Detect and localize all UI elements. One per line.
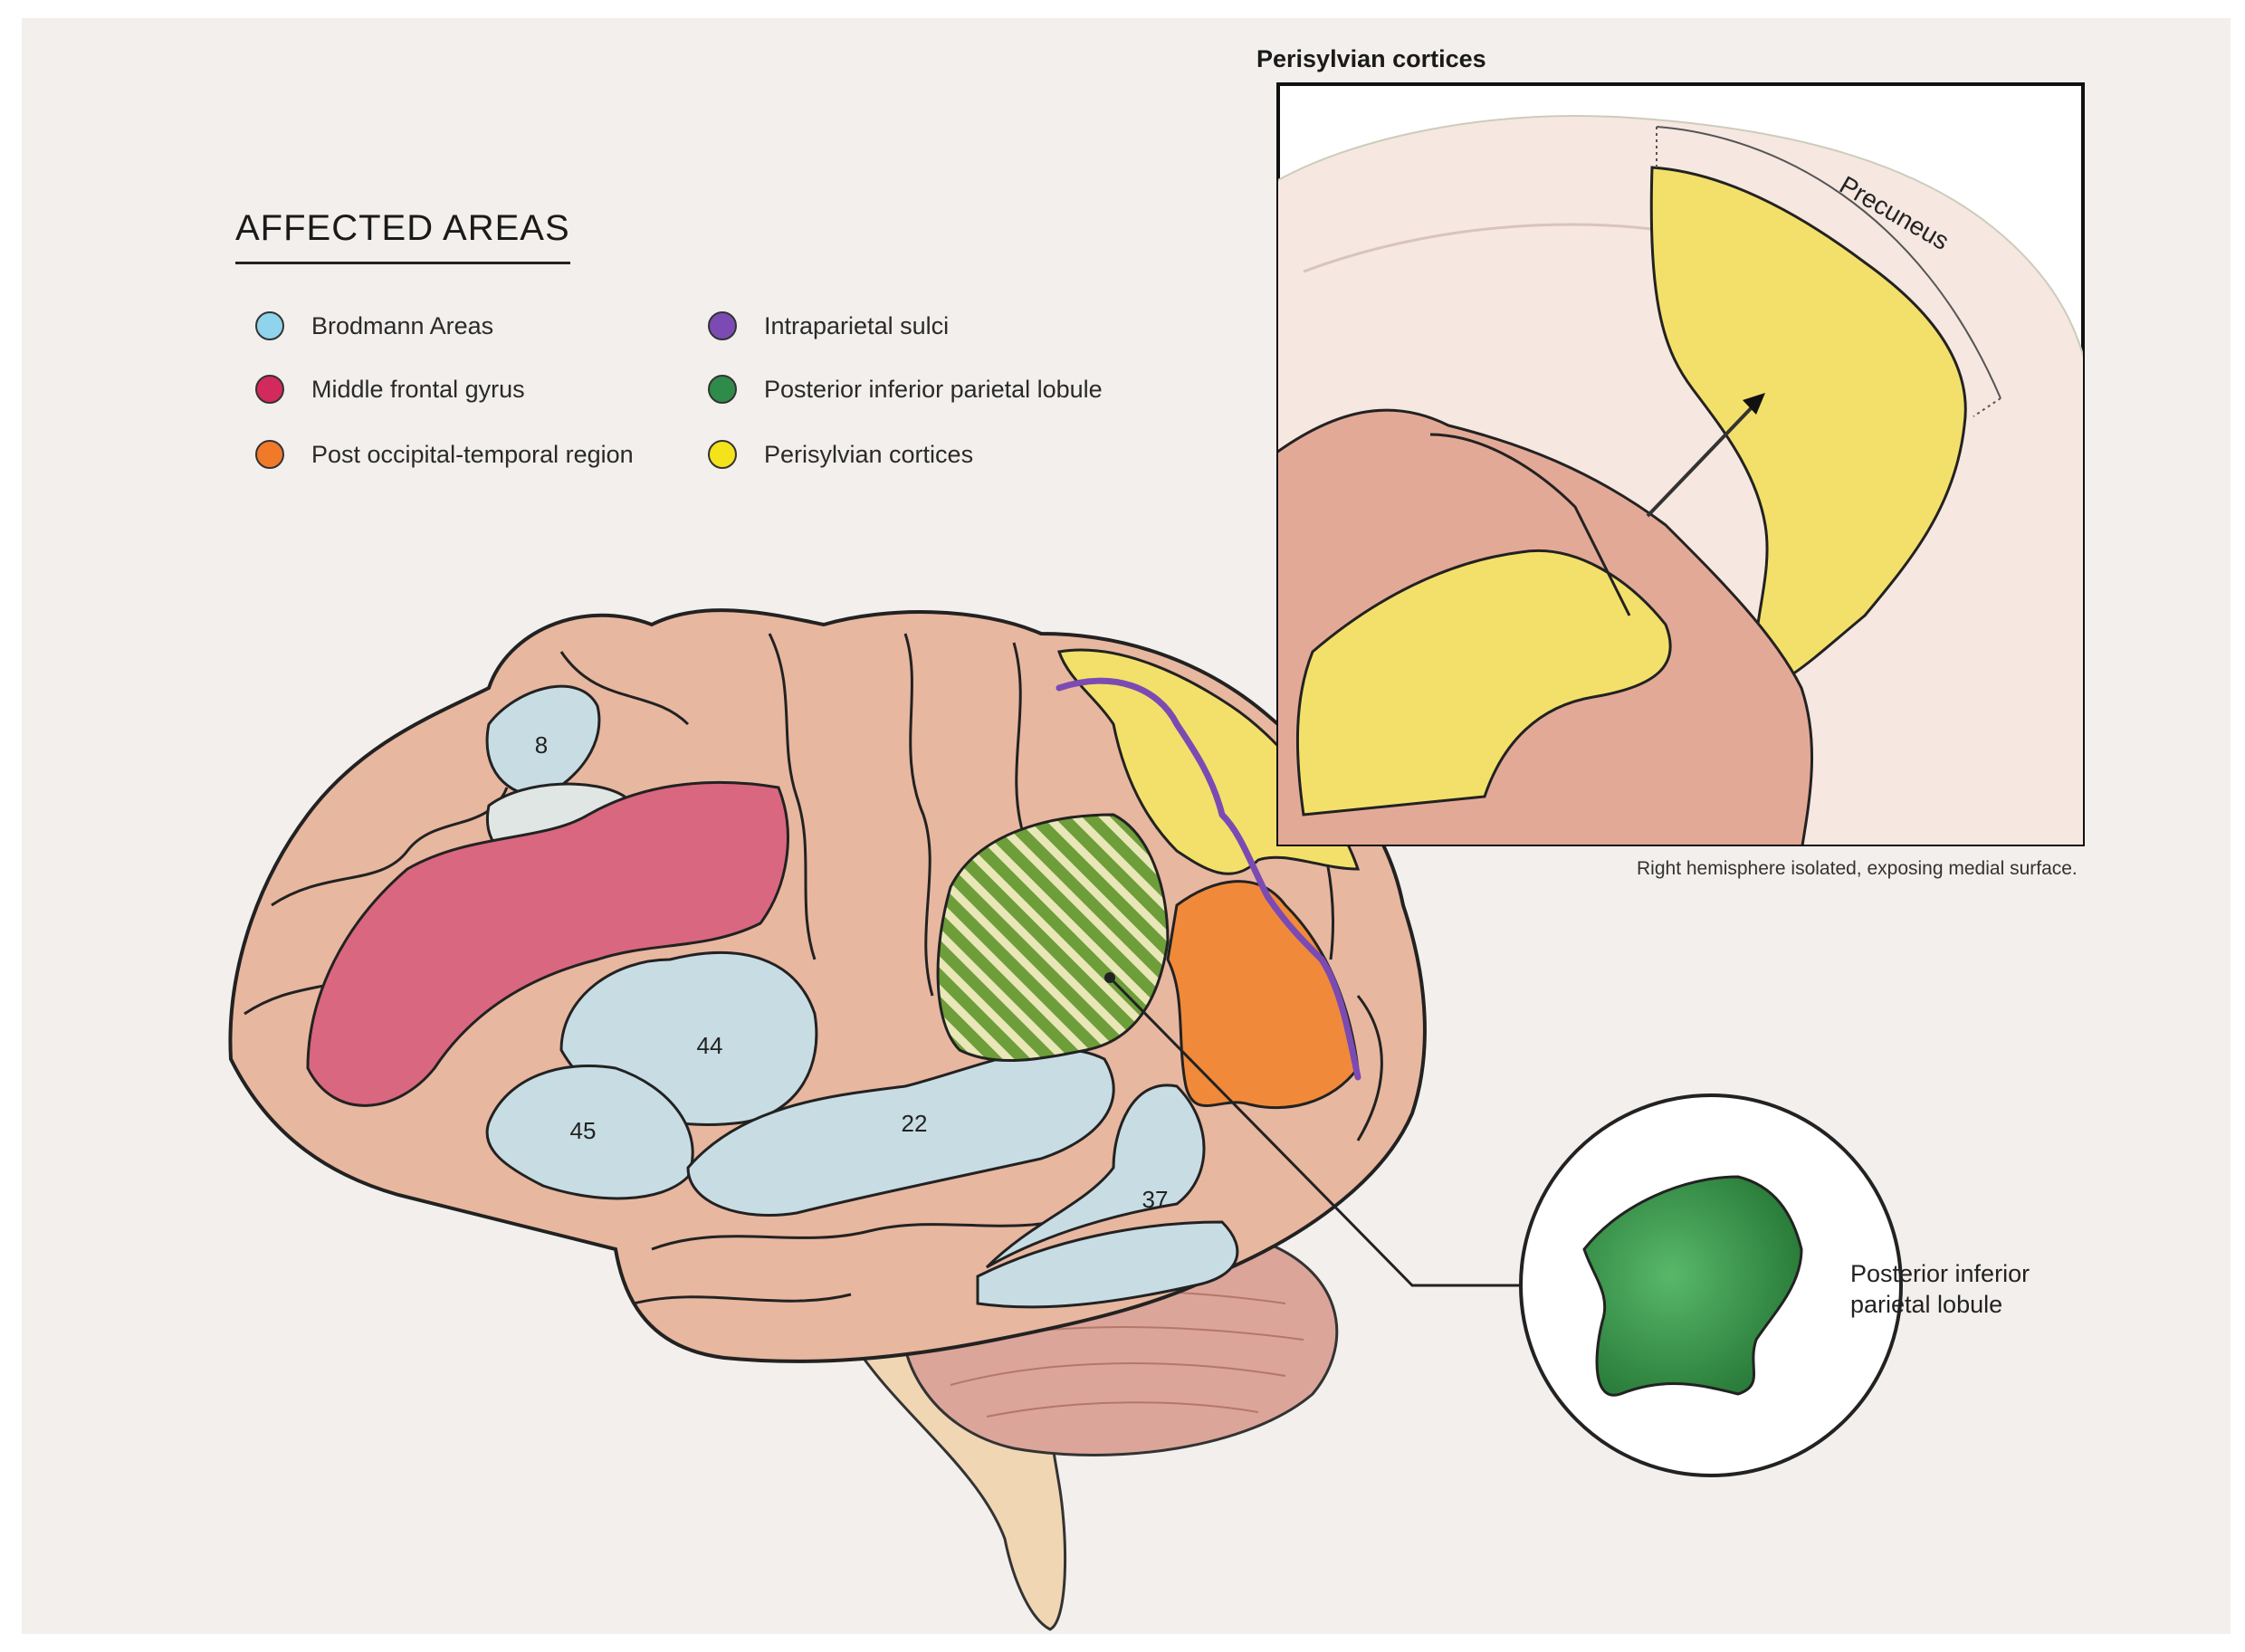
legend-label: Middle frontal gyrus — [311, 375, 525, 403]
area-label-22: 22 — [902, 1110, 928, 1137]
legend-swatch-perisylvian — [708, 440, 737, 469]
legend-swatch-post-occipital — [255, 440, 284, 469]
area-label-44: 44 — [697, 1032, 723, 1059]
inset-caption: Right hemisphere isolated, exposing medi… — [1637, 858, 2078, 879]
legend-swatch-posterior-parietal — [708, 375, 737, 404]
area-label-37: 37 — [1142, 1186, 1169, 1213]
area-label-45: 45 — [570, 1117, 597, 1144]
temporal-lower-brodmann — [976, 1220, 1239, 1309]
precuneus-region — [1649, 166, 1967, 690]
legend-label: Brodmann Areas — [311, 311, 494, 339]
legend-label: Posterior inferior parietal lobule — [764, 375, 1103, 403]
area-label-8: 8 — [535, 731, 548, 759]
post-occipital-temporal-region — [1166, 880, 1360, 1110]
legend-item-post-occipital-temporal: Post occipital-temporal region — [255, 440, 634, 469]
perisylvian-inset-region — [1295, 549, 1672, 816]
legend-swatch-brodmann — [255, 311, 284, 340]
precuneus-arc — [1656, 126, 2001, 399]
legend-item-perisylvian-cortices: Perisylvian cortices — [708, 440, 973, 469]
brodmann-area-37 — [985, 1084, 1206, 1269]
legend-item-middle-frontal-gyrus: Middle frontal gyrus — [255, 375, 525, 404]
brodmann-area-8 — [485, 684, 601, 798]
legend-label: Intraparietal sulci — [764, 311, 950, 339]
legend-label: Perisylvian cortices — [764, 440, 974, 468]
legend-item-posterior-inferior-parietal: Posterior inferior parietal lobule — [708, 375, 1103, 404]
inset-medial-surface — [1278, 115, 2083, 845]
precuneus-arrow — [1646, 401, 1758, 518]
legend-item-intraparietal-sulci: Intraparietal sulci — [708, 311, 949, 340]
brodmann-area-22 — [686, 1047, 1115, 1218]
legend-swatch-middle-frontal — [255, 375, 284, 404]
legend-item-brodmann-areas: Brodmann Areas — [255, 311, 493, 340]
precuneus-arrowhead — [1743, 393, 1765, 415]
callout-label-line2: parietal lobule — [1850, 1291, 2003, 1318]
legend-title: AFFECTED AREAS — [235, 208, 570, 264]
callout-connector-line — [1108, 976, 1521, 1287]
callout-anchor-dot — [1104, 972, 1115, 983]
callout-label-line1: Posterior inferior — [1850, 1260, 2030, 1287]
middle-frontal-gyrus — [306, 780, 789, 1107]
intraparietal-sulcus — [1056, 677, 1361, 1081]
legend-label: Post occipital-temporal region — [311, 440, 634, 468]
inset-title: Perisylvian cortices — [1256, 45, 1486, 72]
callout-label: Posterior inferior parietal lobule — [1850, 1258, 2068, 1320]
legend-swatch-intraparietal — [708, 311, 737, 340]
posterior-parietal-lobule-detail — [1582, 1175, 1803, 1397]
